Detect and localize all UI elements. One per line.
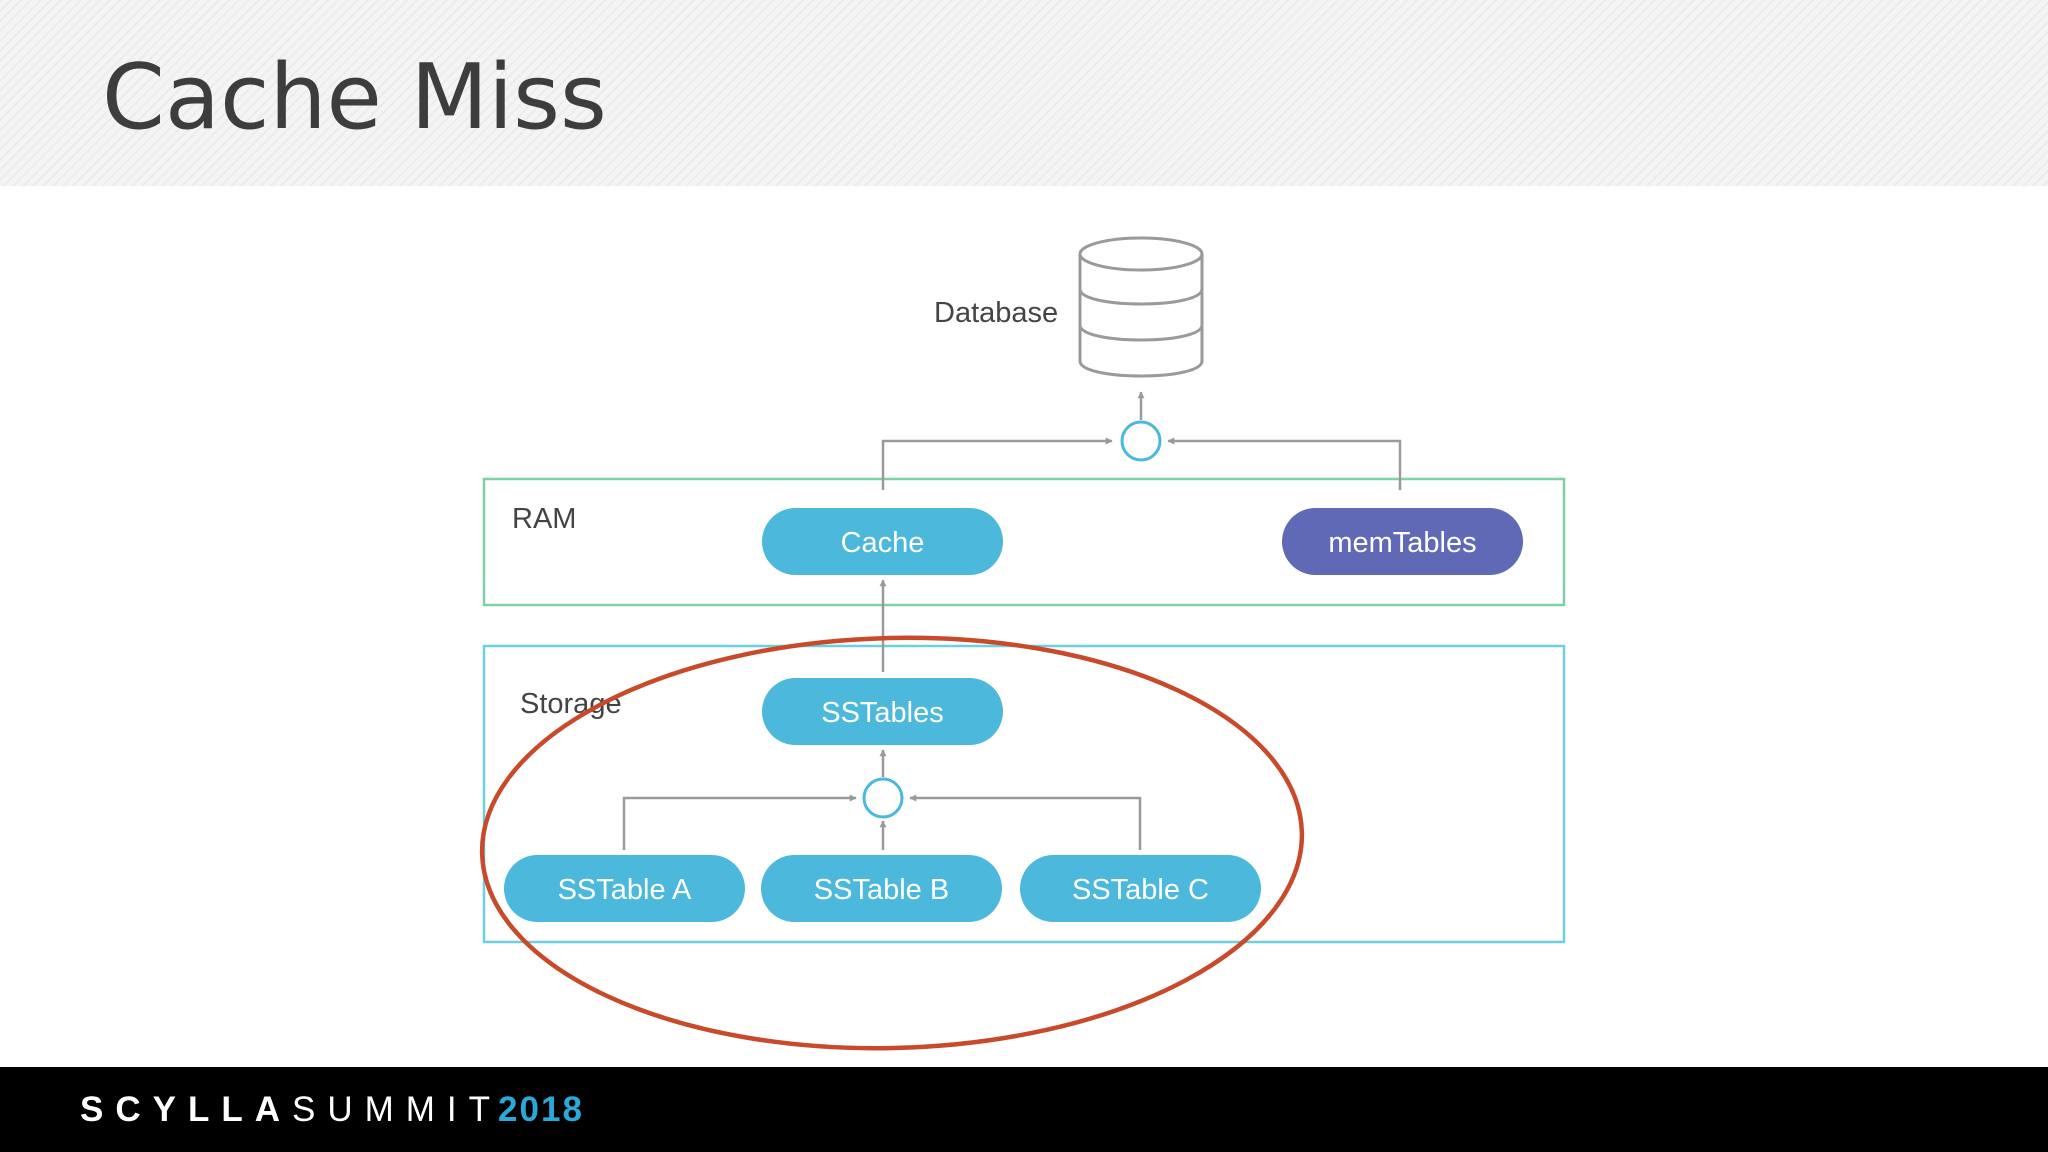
ram-region [482,477,1566,607]
sstables-pill [762,678,1003,745]
sstable-c-pill [1020,855,1261,922]
sstable-a-pill-label: SSTable A [558,874,692,906]
database-label: Database [934,297,1058,329]
cache-to-merge-arrow [881,437,1113,490]
ram-label: RAM [512,503,576,535]
sstable-a-to-merge-arrow [622,794,857,850]
database-cylinder-icon [1078,236,1204,378]
cache-pill [762,508,1003,575]
bottom-merge-circle [862,777,904,819]
memtables-pill-label: memTables [1328,527,1476,559]
footer-bar: SCYLLASUMMIT2018 [0,1067,2048,1152]
top-merge-circle [1120,420,1162,462]
highlight-ellipse [479,635,1305,1051]
header-band [0,0,2048,186]
logo-word-scylla: SCYLLA [80,1090,292,1129]
memtables-to-merge-arrow [1167,437,1402,490]
sstable-a-pill [504,855,745,922]
sstable-b-pill [761,855,1002,922]
sstable-c-pill-label: SSTable C [1072,874,1209,906]
sstable-b-pill-label: SSTable B [814,874,949,906]
scylla-summit-logo: SCYLLASUMMIT2018 [80,1087,584,1133]
logo-word-summit: SUMMIT [292,1090,503,1129]
slide-title: Cache Miss [102,45,607,150]
logo-year: 2018 [498,1090,584,1129]
sstable-c-to-merge-arrow [909,794,1142,850]
memtables-pill [1282,508,1523,575]
cache-pill-label: Cache [841,527,925,559]
sstables-pill-label: SSTables [821,697,944,729]
